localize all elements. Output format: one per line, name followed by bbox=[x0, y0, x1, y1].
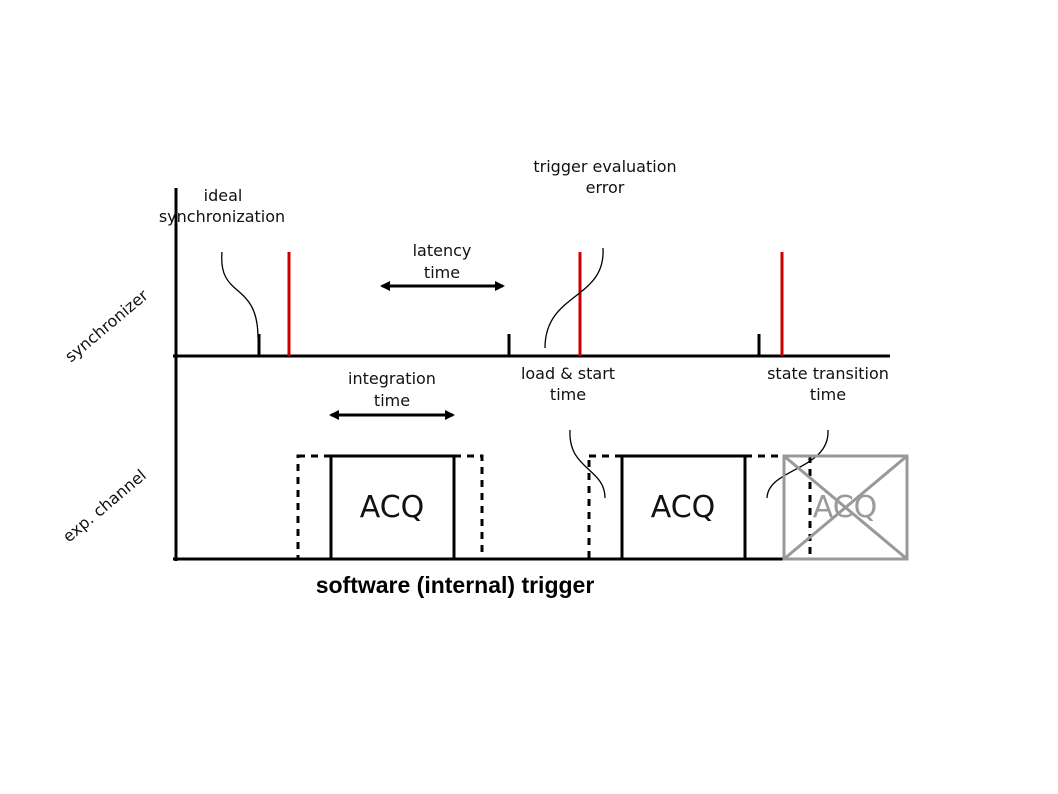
ideal-sync-label-1: ideal bbox=[204, 186, 243, 205]
acq-2-box bbox=[620, 454, 747, 561]
load-start-callout bbox=[569, 429, 606, 499]
trigger-eval-callout bbox=[544, 247, 604, 349]
acq-1-box bbox=[329, 454, 456, 561]
latency-label-2: time bbox=[424, 263, 460, 282]
acq-2-label: ACQ bbox=[651, 490, 716, 525]
ideal-sync-label-2: synchronization bbox=[159, 207, 285, 226]
acq-1-label: ACQ bbox=[360, 490, 425, 525]
state-transition-callout bbox=[766, 429, 829, 499]
integration-label-1: integration bbox=[348, 369, 436, 388]
exp-channel-label: exp. channel bbox=[59, 466, 150, 547]
acq-3-cross-2 bbox=[783, 454, 908, 561]
trigger-eval-label-2: error bbox=[586, 178, 625, 197]
integration-label-2: time bbox=[374, 391, 410, 410]
state-transition-label-1: state transition bbox=[767, 364, 889, 383]
ideal-sync-callout bbox=[221, 251, 259, 339]
state-transition-label-2: time bbox=[810, 385, 846, 404]
synchronizer-label: synchronizer bbox=[61, 285, 152, 366]
diagram-title: software (internal) trigger bbox=[316, 572, 595, 598]
trigger-eval-label-1: trigger evaluation bbox=[533, 157, 676, 176]
load-start-label-2: time bbox=[550, 385, 586, 404]
acq-3-box-cancelled bbox=[782, 454, 909, 561]
latency-label-1: latency bbox=[413, 241, 472, 260]
load-start-label-1: load & start bbox=[521, 364, 615, 383]
